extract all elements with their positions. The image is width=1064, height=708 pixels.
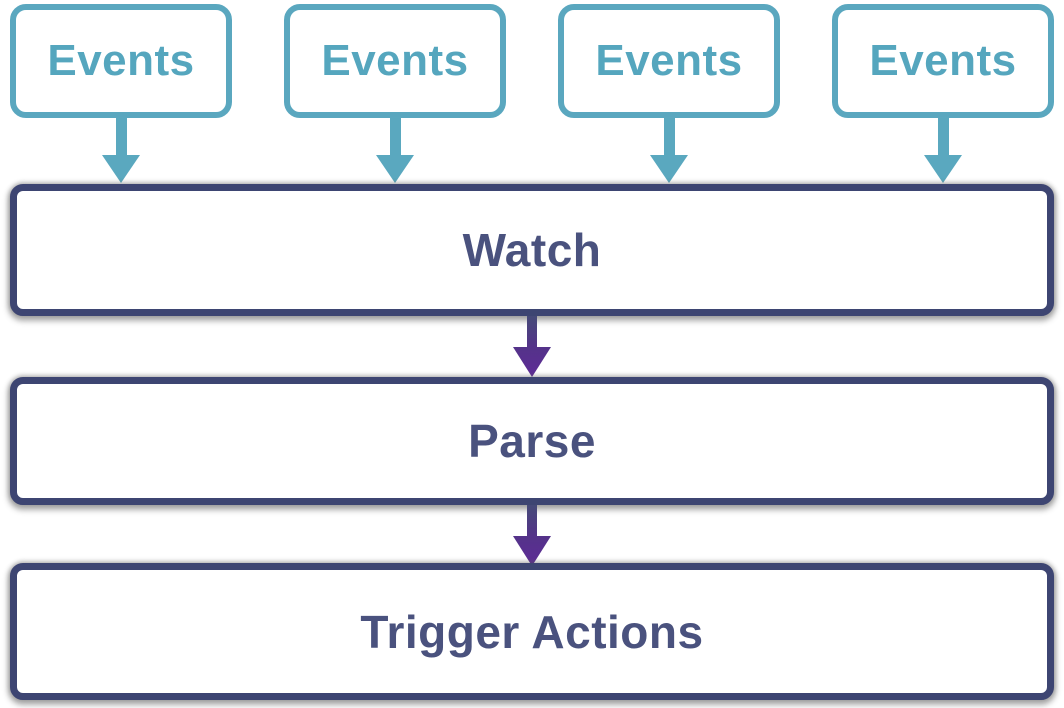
down-arrow-icon (513, 316, 551, 377)
down-arrow-icon (650, 117, 688, 183)
arrow-stem (527, 316, 537, 347)
arrow-head (924, 155, 962, 183)
arrow-stem (527, 505, 537, 536)
down-arrow-icon (924, 117, 962, 183)
stage-node-watch: Watch (10, 184, 1054, 316)
stage-label: Parse (468, 415, 596, 467)
down-arrow-icon (102, 117, 140, 183)
arrow-head (376, 155, 414, 183)
stage-label: Trigger Actions (360, 605, 704, 658)
stage-node-trigger-actions: Trigger Actions (10, 563, 1054, 700)
arrow-head (650, 155, 688, 183)
stage-node-parse: Parse (10, 377, 1054, 505)
event-source-node-2: Events (284, 4, 506, 118)
arrow-stem (937, 117, 949, 155)
down-arrow-icon (513, 505, 551, 566)
arrow-stem (115, 117, 127, 155)
arrow-head (102, 155, 140, 183)
arrow-head (513, 347, 551, 377)
arrow-head (513, 536, 551, 566)
event-source-label: Events (47, 36, 195, 85)
down-arrow-icon (376, 117, 414, 183)
event-source-label: Events (595, 36, 743, 85)
stage-label: Watch (462, 224, 602, 276)
event-source-node-4: Events (832, 4, 1054, 118)
arrow-stem (389, 117, 401, 155)
arrow-stem (663, 117, 675, 155)
event-source-node-1: Events (10, 4, 232, 118)
event-source-node-3: Events (558, 4, 780, 118)
event-source-label: Events (321, 36, 469, 85)
event-source-label: Events (869, 36, 1017, 85)
